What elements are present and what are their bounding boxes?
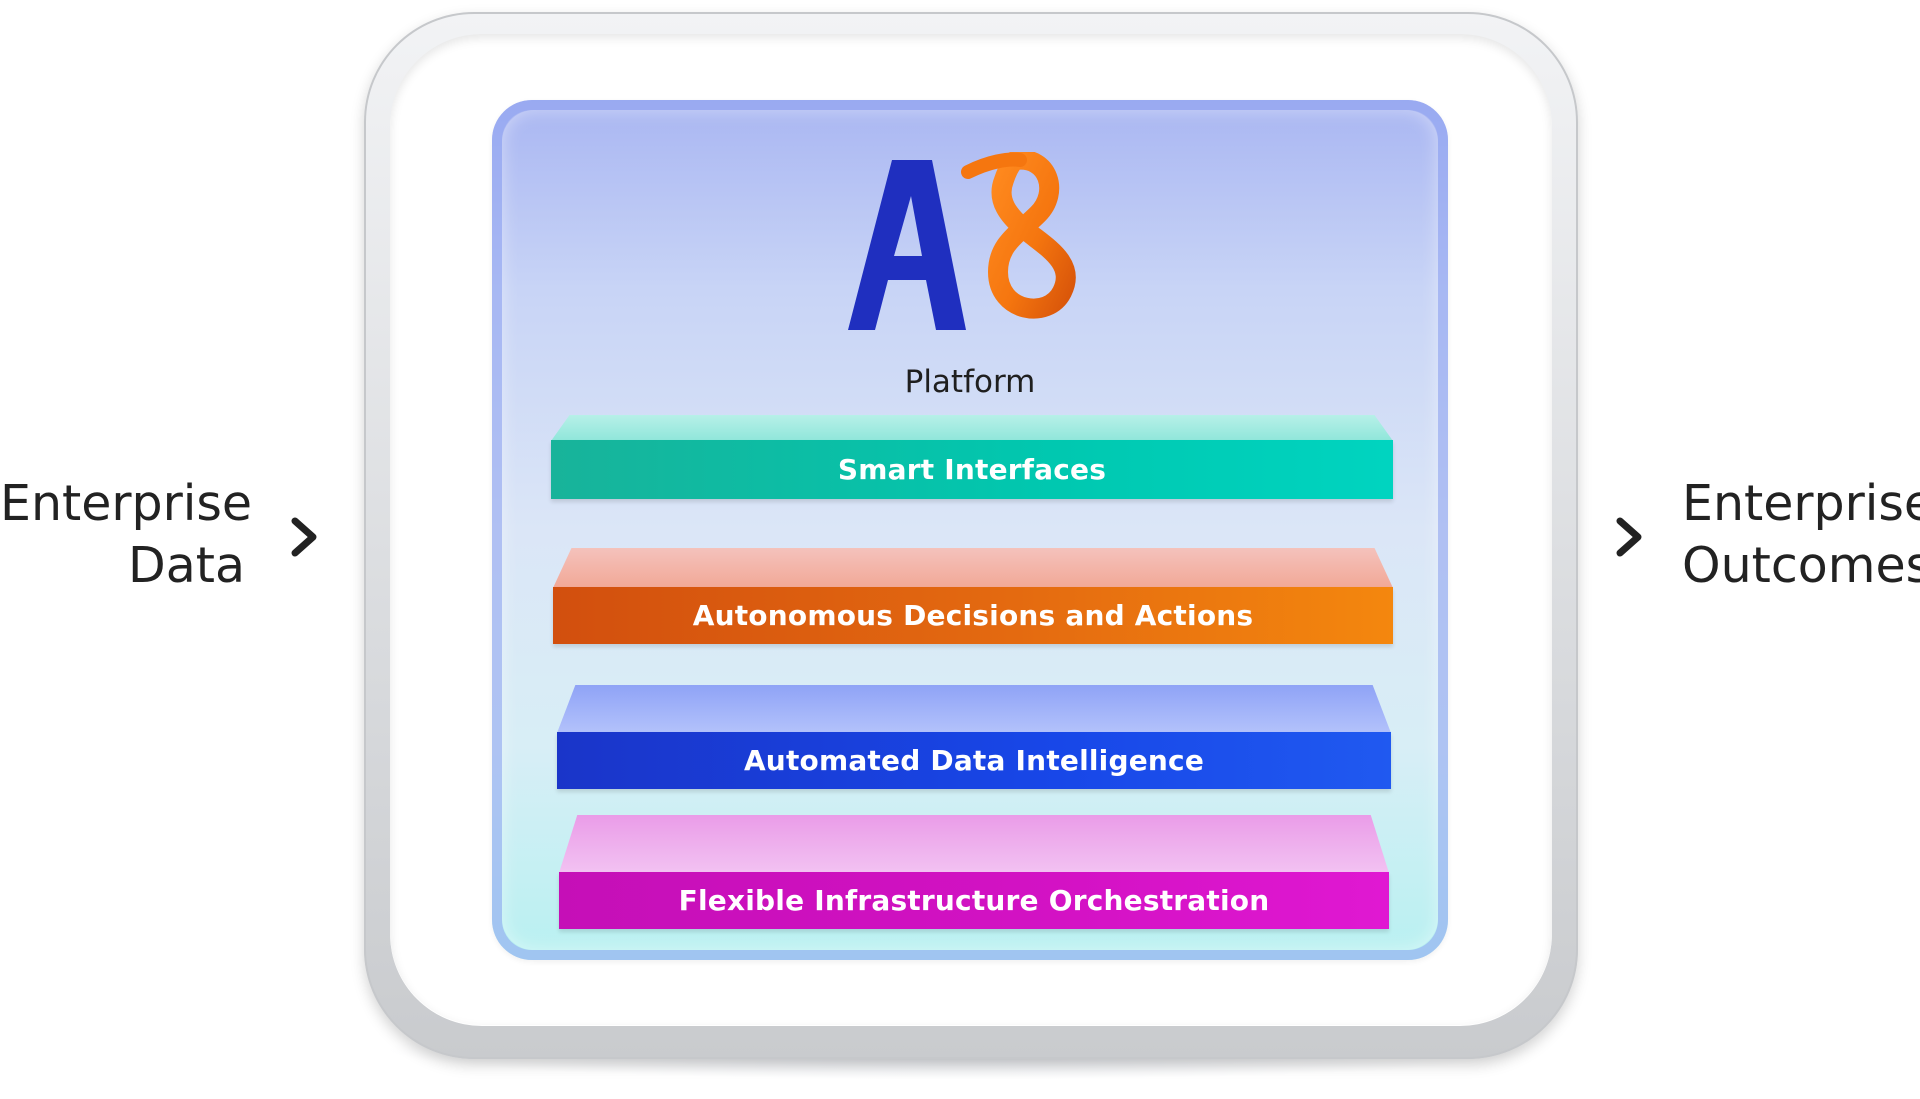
layer-top-face (559, 815, 1389, 873)
layer-smart-interfaces: Smart Interfaces (551, 415, 1393, 499)
enterprise-data-line-1: Enterprise (0, 475, 253, 532)
platform-label: Platform (904, 364, 1036, 400)
a8-logo: A8 (848, 152, 1076, 330)
layer-flexible-infrastructure: Flexible Infrastructure Orchestration (559, 815, 1389, 929)
enterprise-data-line-2: Data (128, 537, 245, 594)
layer-automated-data-intelligence: Automated Data Intelligence (557, 685, 1391, 789)
layer-top-face (557, 685, 1391, 733)
layer-label: Autonomous Decisions and Actions (553, 587, 1393, 644)
layer-label: Smart Interfaces (551, 440, 1393, 499)
enterprise-data-label: Enterprise Data (0, 473, 253, 597)
layer-top-face (553, 548, 1393, 588)
layer-label: Automated Data Intelligence (557, 732, 1391, 789)
enterprise-outcomes-line-1: Enterprise (1682, 475, 1920, 532)
chevron-right-icon (291, 517, 317, 557)
enterprise-outcomes-label: Enterprise Outcomes (1682, 473, 1920, 597)
layer-autonomous-decisions: Autonomous Decisions and Actions (553, 548, 1393, 644)
enterprise-outcomes-line-2: Outcomes (1682, 537, 1920, 594)
chevron-right-icon (1616, 517, 1642, 557)
logo-text: A8 (848, 152, 850, 153)
layer-top-face (551, 415, 1393, 441)
layer-label: Flexible Infrastructure Orchestration (559, 872, 1389, 929)
